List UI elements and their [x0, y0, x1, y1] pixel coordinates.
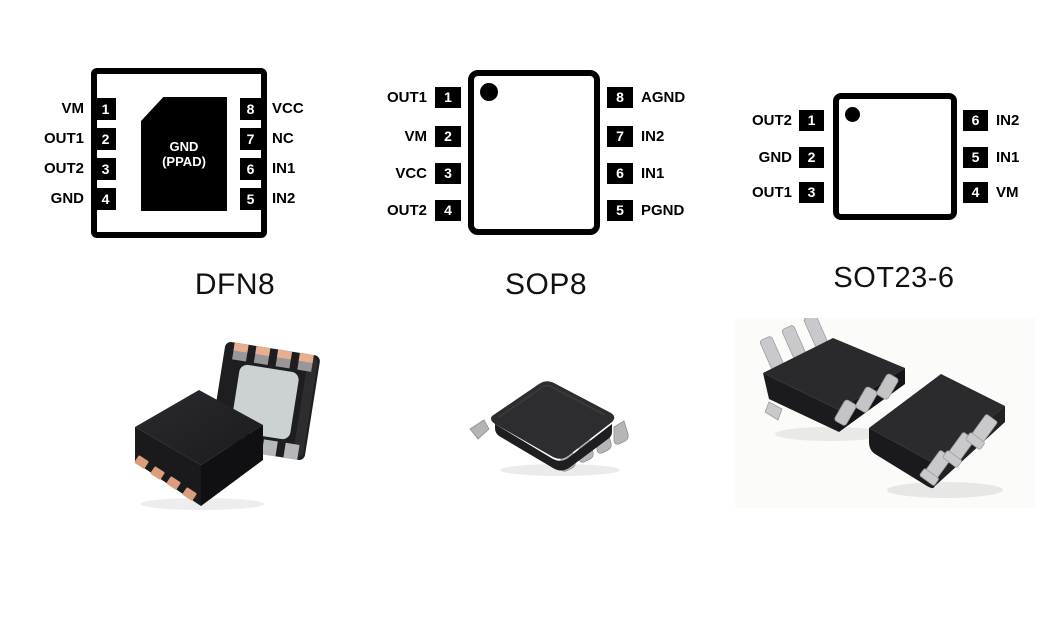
sot23-pin3-label: OUT1 — [751, 184, 792, 201]
sop8-pin1-label: OUT1 — [386, 89, 427, 106]
dfn8-photo-top-view — [134, 390, 264, 510]
sop8-photo-body-side — [495, 424, 612, 471]
dfn8-pin6-number: 6 — [240, 158, 261, 180]
sot23-pin5-number: 5 — [963, 147, 988, 168]
sop8-pin5-label: PGND — [641, 202, 685, 219]
sop8-pin6-number: 6 — [607, 163, 633, 184]
sot23-photo-chip-right — [869, 374, 1006, 498]
dfn8-pin4-number: 4 — [95, 188, 116, 210]
sot23-photo-chip-left — [759, 318, 905, 441]
dfn8-pad-label-line1: GND — [169, 139, 199, 154]
dfn8-pin6-label: IN1 — [272, 160, 296, 177]
dfn8-pin1-label: VM — [61, 100, 85, 117]
sop8-package-photo — [469, 381, 629, 476]
dfn8-pad-label-line2: (PPAD) — [162, 154, 206, 169]
sop8-pin1-number: 1 — [435, 87, 461, 108]
sot23-pin1-dot-icon — [845, 107, 860, 122]
dfn8-pin4-label: GND — [50, 190, 84, 207]
dfn8-caption: DFN8 — [194, 268, 276, 301]
sop8-pin7-number: 7 — [607, 126, 633, 147]
dfn8-pin3-label: OUT2 — [43, 160, 84, 177]
sot23-caption: SOT23-6 — [833, 262, 955, 294]
dfn8-pin2-number: 2 — [95, 128, 116, 150]
sot23-pin2-number: 2 — [799, 147, 824, 168]
sot23-pin2-label: GND — [758, 149, 792, 166]
dfn8-pin3-number: 3 — [95, 158, 116, 180]
sot23-pin4-number: 4 — [963, 182, 988, 203]
sot23-package-photo — [735, 318, 1035, 508]
dfn8-pin2-label: OUT1 — [43, 130, 84, 147]
dfn8-pin5-label: IN2 — [272, 190, 296, 207]
dfn8-pin5-number: 5 — [240, 188, 261, 210]
sot23-pin6-label: IN2 — [996, 112, 1020, 129]
sop8-pin8-number: 8 — [607, 87, 633, 108]
sot23-pin1-number: 1 — [799, 110, 824, 131]
sop8-pin7-label: IN2 — [641, 128, 665, 145]
sop8-pin2-label: VM — [404, 128, 428, 145]
sot23-pin3-number: 3 — [799, 182, 824, 203]
sop8-pin5-number: 5 — [607, 200, 633, 221]
sot23-pin5-label: IN1 — [996, 149, 1020, 166]
sop8-pin8-label: AGND — [641, 89, 686, 106]
sot23-pin1-label: OUT2 — [751, 112, 792, 129]
sop8-caption: SOP8 — [504, 268, 588, 301]
sop8-pin4-label: OUT2 — [386, 202, 427, 219]
dfn8-pin8-label: VCC — [272, 100, 304, 117]
sop8-pin6-label: IN1 — [641, 165, 665, 182]
dfn8-pin1-number: 1 — [95, 98, 116, 120]
sot23-pin6-number: 6 — [963, 110, 988, 131]
sop8-pin3-number: 3 — [435, 163, 461, 184]
dfn8-pin8-number: 8 — [240, 98, 261, 120]
dfn8-pin7-number: 7 — [240, 128, 261, 150]
sop8-pin3-label: VCC — [395, 165, 427, 182]
sop8-pin1-dot-icon — [480, 83, 498, 101]
sot23-pin4-label: VM — [996, 184, 1019, 201]
dfn8-pin7-label: NC — [272, 130, 294, 147]
sop8-pin4-number: 4 — [435, 200, 461, 221]
sop8-pin2-number: 2 — [435, 126, 461, 147]
dfn8-package-photo — [134, 342, 320, 510]
dfn8-thermal-pad: GND (PPAD) — [141, 97, 227, 211]
